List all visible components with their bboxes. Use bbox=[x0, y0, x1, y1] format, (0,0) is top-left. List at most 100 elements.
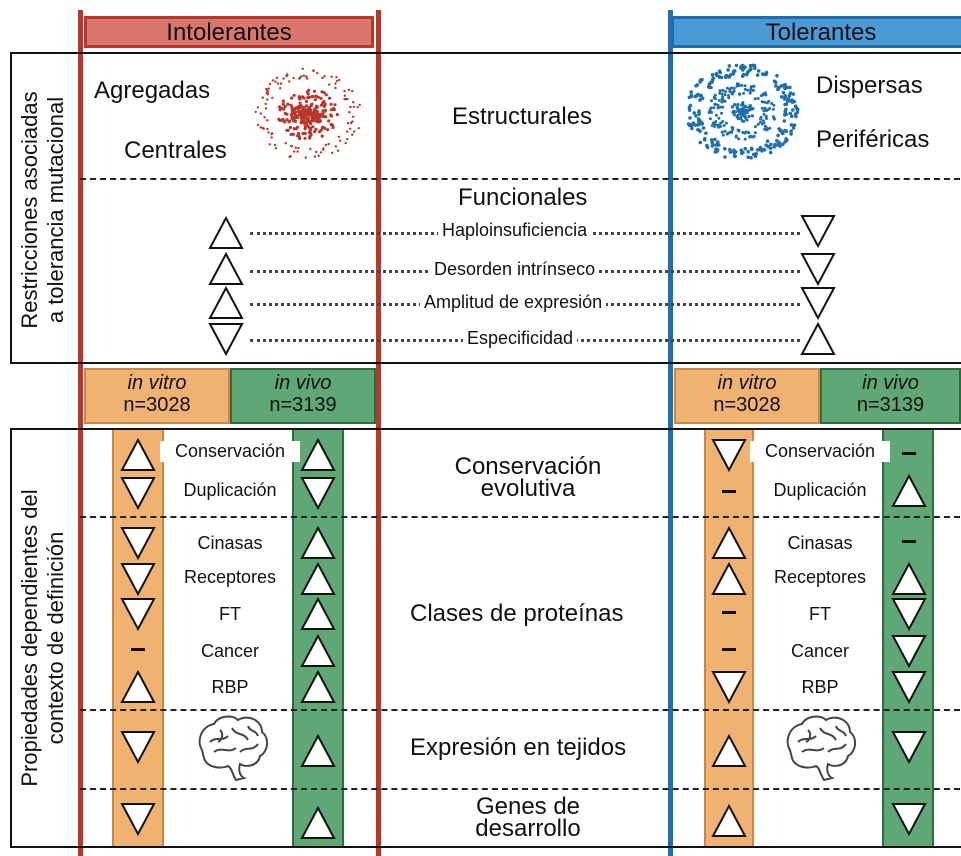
network-node bbox=[293, 150, 296, 153]
in-vivo-header-tolerant: in vivo n=3139 bbox=[820, 368, 961, 424]
network-node bbox=[314, 127, 318, 131]
network-node bbox=[756, 69, 761, 73]
network-node bbox=[692, 111, 696, 115]
network-node bbox=[743, 84, 747, 88]
network-node bbox=[778, 144, 782, 148]
network-node bbox=[726, 68, 730, 72]
network-node bbox=[328, 83, 331, 86]
network-node bbox=[736, 82, 739, 86]
network-node bbox=[315, 110, 319, 114]
network-node bbox=[266, 98, 269, 101]
in-vivo-n-tolerant: n=3139 bbox=[856, 394, 925, 416]
network-node bbox=[271, 79, 274, 82]
network-node bbox=[298, 109, 302, 113]
network-node bbox=[788, 85, 792, 90]
network-node bbox=[718, 89, 722, 93]
network-node bbox=[744, 130, 748, 134]
network-node bbox=[694, 94, 699, 98]
constraints-side-label-1: Restricciones asociadas bbox=[17, 91, 42, 329]
network-node bbox=[313, 130, 317, 134]
network-node bbox=[746, 88, 750, 92]
network-node bbox=[718, 91, 722, 95]
network-node bbox=[746, 155, 750, 159]
network-node bbox=[740, 112, 744, 117]
network-node bbox=[329, 122, 333, 127]
network-node bbox=[694, 114, 698, 118]
duplication-invivo-intolerant-down-icon bbox=[300, 477, 336, 510]
network-node bbox=[256, 106, 260, 109]
conservation-invivo-tolerant-neutral-icon bbox=[902, 452, 916, 455]
dispersed-network-icon bbox=[686, 63, 800, 160]
brain-icon-left bbox=[198, 715, 268, 782]
network-node bbox=[781, 142, 785, 146]
network-node bbox=[279, 87, 282, 90]
network-node bbox=[315, 150, 318, 154]
network-node bbox=[326, 128, 330, 132]
network-node bbox=[297, 131, 301, 135]
tolerant-header-label: Tolerantes bbox=[765, 19, 877, 46]
network-node bbox=[335, 76, 338, 79]
network-node bbox=[347, 88, 351, 92]
network-node bbox=[312, 69, 315, 72]
network-node bbox=[714, 120, 718, 123]
network-node bbox=[279, 82, 283, 85]
network-node bbox=[723, 129, 727, 133]
network-node bbox=[743, 146, 747, 151]
network-node bbox=[338, 78, 341, 82]
network-node bbox=[714, 143, 719, 147]
network-node bbox=[329, 108, 333, 112]
network-node bbox=[739, 116, 743, 120]
dev-genes-label: Genes de desarrollo bbox=[475, 793, 581, 842]
network-node bbox=[711, 76, 715, 81]
network-node bbox=[741, 72, 746, 77]
network-node bbox=[720, 111, 723, 115]
network-node bbox=[709, 138, 714, 142]
network-node bbox=[747, 69, 751, 73]
tissue-expression-label: Expresión en tejidos bbox=[410, 734, 627, 761]
network-node bbox=[784, 102, 789, 106]
network-node bbox=[714, 73, 719, 77]
aggregated-label: Agregadas bbox=[94, 77, 211, 104]
network-node bbox=[731, 110, 735, 114]
network-node bbox=[697, 110, 701, 115]
network-node bbox=[703, 136, 707, 141]
network-node bbox=[308, 136, 312, 140]
network-node bbox=[265, 91, 268, 95]
network-node bbox=[710, 144, 715, 148]
haploinsufficiency-intolerant-up-icon bbox=[208, 216, 244, 249]
network-node bbox=[261, 96, 264, 99]
network-node bbox=[353, 130, 356, 133]
section-constraints-sidebar bbox=[10, 52, 80, 364]
network-node bbox=[302, 119, 306, 123]
network-node bbox=[736, 103, 740, 107]
constraints-side-label: Restricciones asociadas a tolerancia mut… bbox=[17, 54, 73, 366]
cancer-invivo-tolerant-down-icon bbox=[891, 635, 927, 668]
network-node bbox=[309, 147, 312, 151]
network-node bbox=[254, 110, 257, 114]
network-node bbox=[307, 116, 311, 120]
expression-breadth-label: Amplitud de expresión bbox=[420, 292, 607, 313]
network-node bbox=[752, 134, 756, 138]
network-node bbox=[749, 156, 753, 160]
network-node bbox=[303, 136, 307, 140]
network-node bbox=[713, 93, 717, 97]
network-node bbox=[312, 89, 316, 93]
network-node bbox=[331, 125, 335, 130]
dev-invivo-tolerant-down-icon bbox=[891, 803, 927, 836]
network-node bbox=[335, 113, 339, 117]
network-node bbox=[741, 150, 745, 155]
network-node bbox=[792, 123, 797, 127]
network-node bbox=[330, 75, 333, 78]
tolerant-header: Tolerantes bbox=[671, 16, 961, 48]
network-node bbox=[753, 66, 757, 70]
network-node bbox=[687, 105, 692, 110]
network-node bbox=[304, 156, 307, 159]
classes-expression-divider bbox=[80, 709, 960, 711]
network-node bbox=[309, 122, 313, 126]
in-vitro-header-tolerant: in vitro n=3028 bbox=[674, 368, 820, 424]
network-node bbox=[760, 122, 764, 126]
network-node bbox=[710, 99, 713, 103]
network-node bbox=[724, 121, 728, 125]
network-node bbox=[304, 104, 309, 108]
network-node bbox=[290, 110, 294, 114]
